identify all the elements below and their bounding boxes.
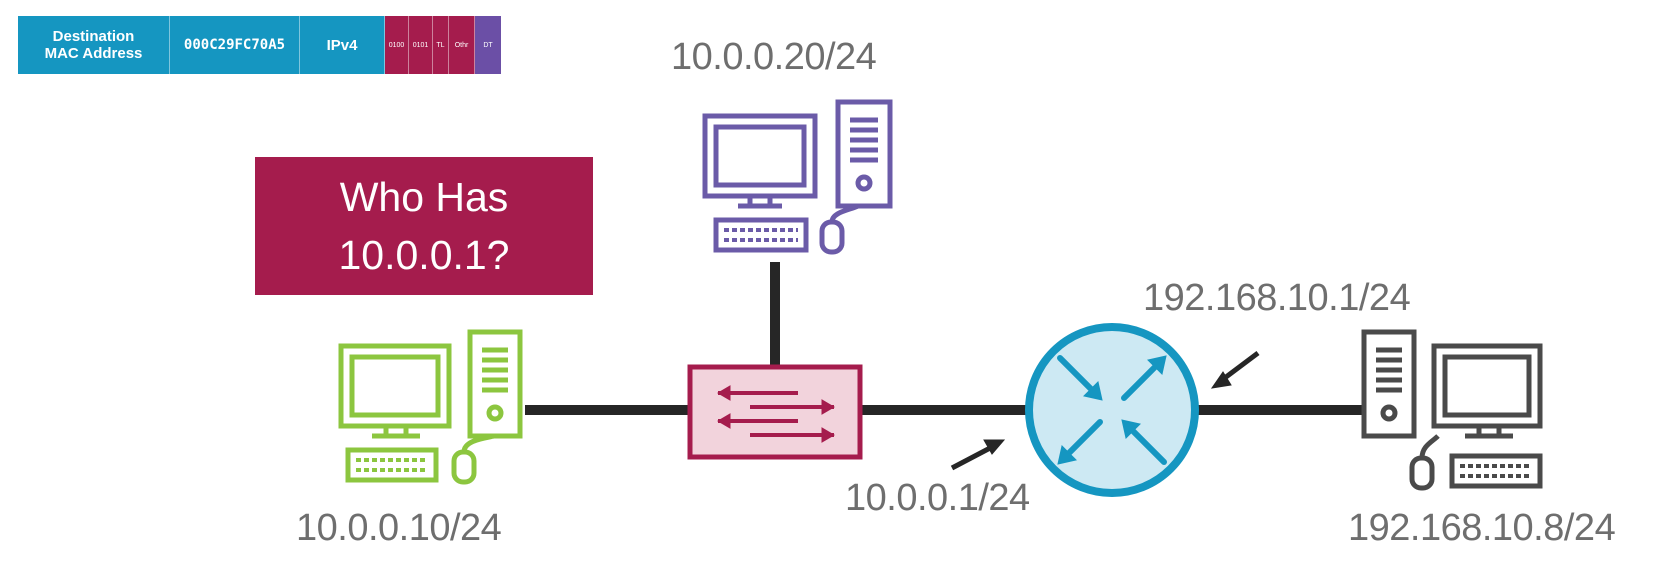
ip-field-version: 0100	[385, 16, 409, 74]
computer-icon	[338, 329, 523, 485]
ethertype: IPv4	[300, 16, 385, 74]
arrow-icon	[950, 439, 1006, 471]
ip-field-data: DT	[475, 16, 501, 74]
computer-icon	[1361, 329, 1543, 491]
callout-line1: Who Has	[339, 174, 509, 220]
host-right-ip-label: 192.168.10.8/24	[1348, 507, 1616, 549]
router-left-interface-label: 10.0.0.1/24	[845, 477, 1030, 519]
router-icon	[1025, 323, 1199, 497]
ethernet-frame: Destination MAC Address 000C29FC70A5 IPv…	[18, 16, 501, 74]
callout-line2: 10.0.0.1?	[338, 232, 510, 278]
dest-label-line2: MAC Address	[44, 45, 143, 62]
destination-mac-label: Destination MAC Address	[18, 16, 170, 74]
arrow-icon	[1210, 351, 1260, 389]
ip-field-ihl: 0101	[409, 16, 433, 74]
router-right-interface-label: 192.168.10.1/24	[1143, 277, 1411, 319]
switch-icon	[687, 364, 863, 460]
host-top-ip-label: 10.0.0.20/24	[671, 36, 877, 78]
network-links	[525, 262, 1362, 415]
ip-field-other: Othr	[449, 16, 475, 74]
mac-value: 000C29FC70A5	[170, 16, 300, 74]
dest-label-line1: Destination	[52, 28, 135, 45]
computer-icon	[702, 99, 893, 255]
ip-field-ttl: TL	[433, 16, 449, 74]
host-left-ip-label: 10.0.0.10/24	[296, 507, 502, 549]
arp-request-callout: Who Has 10.0.0.1?	[255, 157, 593, 295]
